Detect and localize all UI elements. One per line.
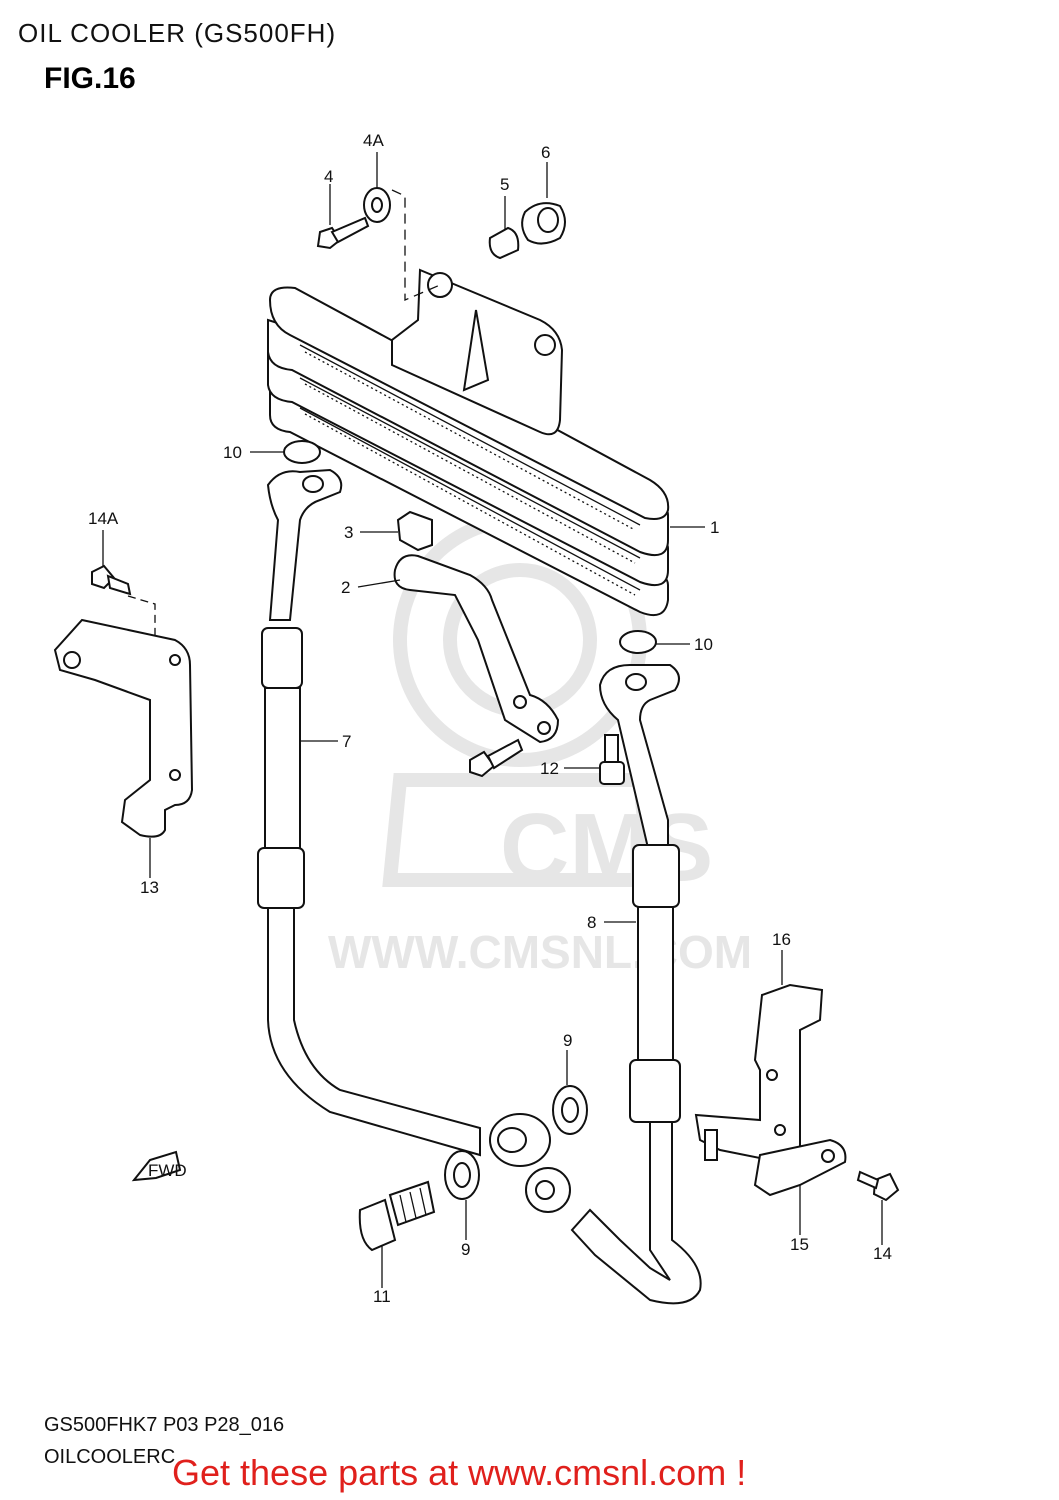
o-ring-10-upper bbox=[283, 440, 321, 464]
callout-labels: 4A 4 5 6 1 3 2 10 10 7 12 8 9 9 11 14A 1… bbox=[88, 131, 892, 1306]
callout-9-upper: 9 bbox=[563, 1031, 572, 1050]
callout-10-lower: 10 bbox=[694, 635, 713, 654]
callout-11: 11 bbox=[373, 1287, 391, 1306]
bracket-13 bbox=[53, 618, 194, 838]
oil-cooler-core bbox=[267, 268, 670, 616]
union-bolt-11 bbox=[358, 1180, 436, 1252]
callout-7: 7 bbox=[342, 732, 351, 751]
bolt-12 bbox=[599, 734, 625, 785]
watermark: CMS WWW.CMSNL.COM bbox=[328, 513, 752, 978]
watermark-logo-text: CMS bbox=[500, 794, 713, 901]
callout-15: 15 bbox=[790, 1235, 809, 1254]
callout-10-upper: 10 bbox=[223, 443, 242, 462]
callout-13: 13 bbox=[140, 878, 159, 897]
oil-hose-8 bbox=[525, 664, 702, 1305]
clamp-3 bbox=[396, 510, 433, 552]
callout-4: 4 bbox=[324, 167, 333, 186]
o-ring-10-lower bbox=[619, 630, 657, 654]
callout-12: 12 bbox=[540, 759, 559, 778]
gasket-9-lower bbox=[444, 1150, 480, 1200]
leader-lines bbox=[102, 152, 883, 1288]
callout-2: 2 bbox=[341, 578, 350, 597]
callout-14a: 14A bbox=[88, 509, 119, 528]
washer-4a bbox=[363, 187, 391, 223]
callout-1: 1 bbox=[710, 518, 719, 537]
promo-link[interactable]: Get these parts at www.cmsnl.com ! bbox=[172, 1452, 747, 1493]
watermark-url: WWW.CMSNL.COM bbox=[328, 926, 752, 978]
callout-3: 3 bbox=[344, 523, 353, 542]
gasket-9-upper bbox=[552, 1085, 588, 1135]
figure-number: FIG.16 bbox=[44, 62, 136, 95]
diagram-caption: OILCOOLERC bbox=[44, 1446, 176, 1468]
oil-hose-7 bbox=[257, 468, 551, 1167]
diagram-title: OIL COOLER (GS500FH) bbox=[18, 18, 337, 48]
forward-direction-indicator: FWD bbox=[131, 1150, 187, 1182]
bracket-2 bbox=[393, 554, 560, 744]
mounting-bolt bbox=[316, 216, 370, 250]
collar bbox=[488, 226, 520, 260]
callout-5: 5 bbox=[500, 175, 509, 194]
callout-9-lower: 9 bbox=[461, 1240, 470, 1259]
diagram-code: GS500FHK7 P03 P28_016 bbox=[44, 1414, 285, 1436]
callout-16: 16 bbox=[772, 930, 791, 949]
callout-14: 14 bbox=[873, 1244, 892, 1263]
bracket-15 bbox=[753, 1138, 847, 1197]
fwd-label: FWD bbox=[148, 1161, 187, 1180]
bracket-16 bbox=[694, 983, 824, 1162]
callout-4a: 4A bbox=[363, 131, 384, 150]
callout-6: 6 bbox=[541, 143, 550, 162]
bolt-14 bbox=[856, 1170, 900, 1202]
cushion bbox=[521, 202, 566, 245]
callout-8: 8 bbox=[587, 913, 596, 932]
bracket-bolt bbox=[469, 738, 524, 778]
bolt-14a bbox=[91, 564, 132, 596]
